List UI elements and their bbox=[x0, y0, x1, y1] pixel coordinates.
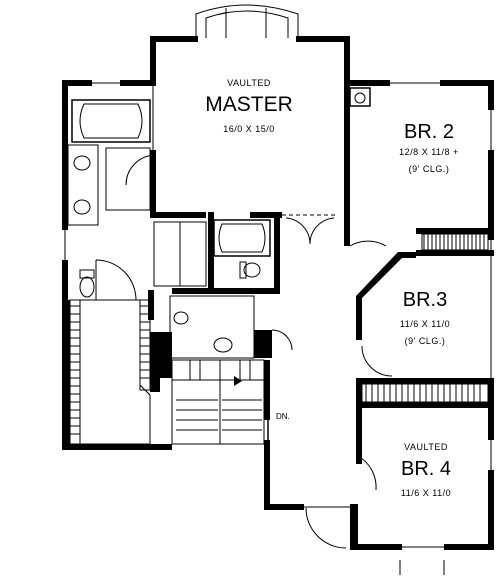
br2-ceiling: (9' CLG.) bbox=[409, 164, 450, 174]
hall-bath-fixtures bbox=[153, 219, 271, 359]
doors bbox=[125, 87, 393, 549]
room-master: VAULTED MASTER 16/0 X 15/0 bbox=[205, 78, 293, 134]
windows bbox=[64, 82, 492, 575]
master-bath-fixtures bbox=[67, 99, 151, 301]
room-br3: BR.3 11/6 X 11/0 (9' CLG.) bbox=[400, 289, 450, 346]
br3-name: BR.3 bbox=[403, 289, 447, 311]
br2-name: BR. 2 bbox=[404, 121, 454, 143]
master-name: MASTER bbox=[205, 93, 293, 116]
br3-ceiling: (9' CLG.) bbox=[405, 336, 446, 346]
walls bbox=[62, 36, 494, 550]
master-dims: 16/0 X 15/0 bbox=[223, 124, 275, 134]
walk-in-closet bbox=[79, 299, 172, 445]
room-br2: BR. 2 12/8 X 11/8 + (9' CLG.) bbox=[399, 121, 459, 174]
staircase bbox=[171, 359, 269, 445]
shelf-hatching bbox=[70, 234, 485, 435]
linen-label: LIN bbox=[257, 342, 266, 355]
br3-dims: 11/6 X 11/0 bbox=[400, 319, 450, 329]
master-note: VAULTED bbox=[227, 78, 271, 88]
stair-down-label: DN. bbox=[276, 412, 290, 421]
br4-dims: 11/6 X 11/0 bbox=[401, 488, 451, 498]
room-br4: VAULTED BR. 4 11/6 X 11/0 bbox=[401, 442, 451, 498]
br2-dims: 12/8 X 11/8 + bbox=[399, 147, 459, 157]
br4-note: VAULTED bbox=[404, 442, 448, 452]
master-bay-window bbox=[195, 4, 299, 38]
br4-name: BR. 4 bbox=[401, 458, 451, 480]
